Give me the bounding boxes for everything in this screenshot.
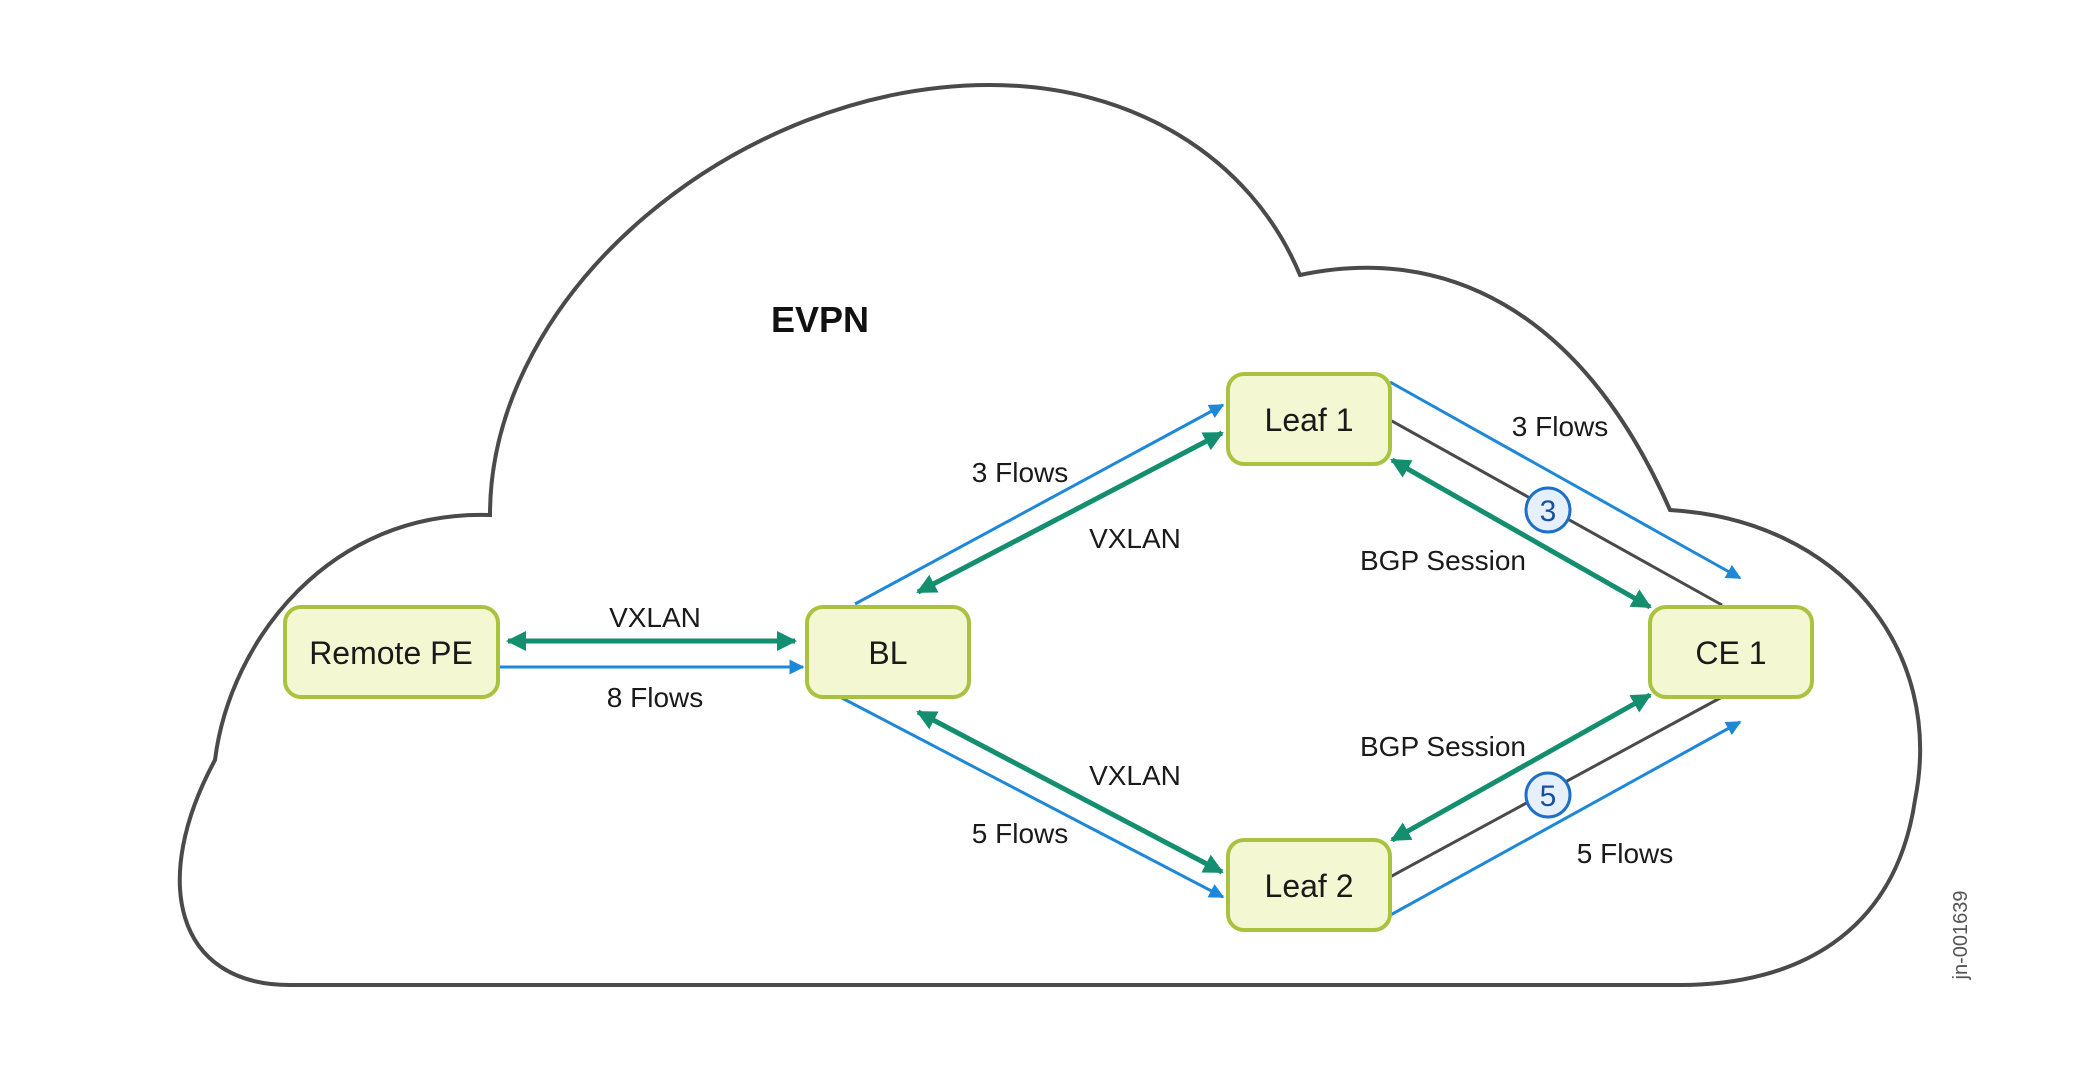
label-leaf2-ce1-flows: 5 Flows <box>1577 838 1673 869</box>
node-leaf1: Leaf 1 <box>1226 372 1392 466</box>
badge-3-text: 3 <box>1540 495 1557 528</box>
label-bl-leaf1-vxlan: VXLAN <box>1089 523 1181 554</box>
badge-5: 5 <box>1524 771 1572 819</box>
flow-bl-leaf1 <box>854 403 1225 606</box>
node-leaf1-label: Leaf 1 <box>1265 402 1354 438</box>
node-ce1: CE 1 <box>1648 605 1814 699</box>
node-ce1-label: CE 1 <box>1695 635 1766 671</box>
node-leaf2-label: Leaf 2 <box>1265 868 1354 904</box>
label-bl-leaf1-flows: 3 Flows <box>972 457 1068 488</box>
bgp-leaf1-ce1 <box>1390 457 1652 610</box>
label-bl-leaf2-flows: 5 Flows <box>972 818 1068 849</box>
node-bl: BL <box>805 605 971 699</box>
evpn-cloud <box>177 82 1923 987</box>
label-leaf1-ce1-flows: 3 Flows <box>1512 411 1608 442</box>
label-leaf2-ce1-bgp: BGP Session <box>1360 731 1526 762</box>
label-leaf1-ce1-bgp: BGP Session <box>1360 545 1526 576</box>
bgp-leaf2-ce1 <box>1390 692 1652 843</box>
diagram-title: EVPN <box>771 299 869 340</box>
node-bl-label: BL <box>868 635 907 671</box>
badge-3: 3 <box>1524 486 1572 534</box>
node-remote-pe: Remote PE <box>283 605 500 699</box>
figure-id: jn-001639 <box>1950 891 1972 981</box>
vxlan-bl-leaf1 <box>916 430 1224 595</box>
label-bl-leaf2-vxlan: VXLAN <box>1089 760 1181 791</box>
vxlan-bl-leaf2 <box>916 709 1224 875</box>
node-remote-pe-label: Remote PE <box>309 635 473 671</box>
label-pe-bl-vxlan: VXLAN <box>609 602 701 633</box>
label-pe-bl-flows: 8 Flows <box>607 682 703 713</box>
badge-5-text: 5 <box>1540 780 1557 813</box>
flow-bl-leaf2 <box>839 695 1225 899</box>
node-leaf2: Leaf 2 <box>1226 838 1392 932</box>
